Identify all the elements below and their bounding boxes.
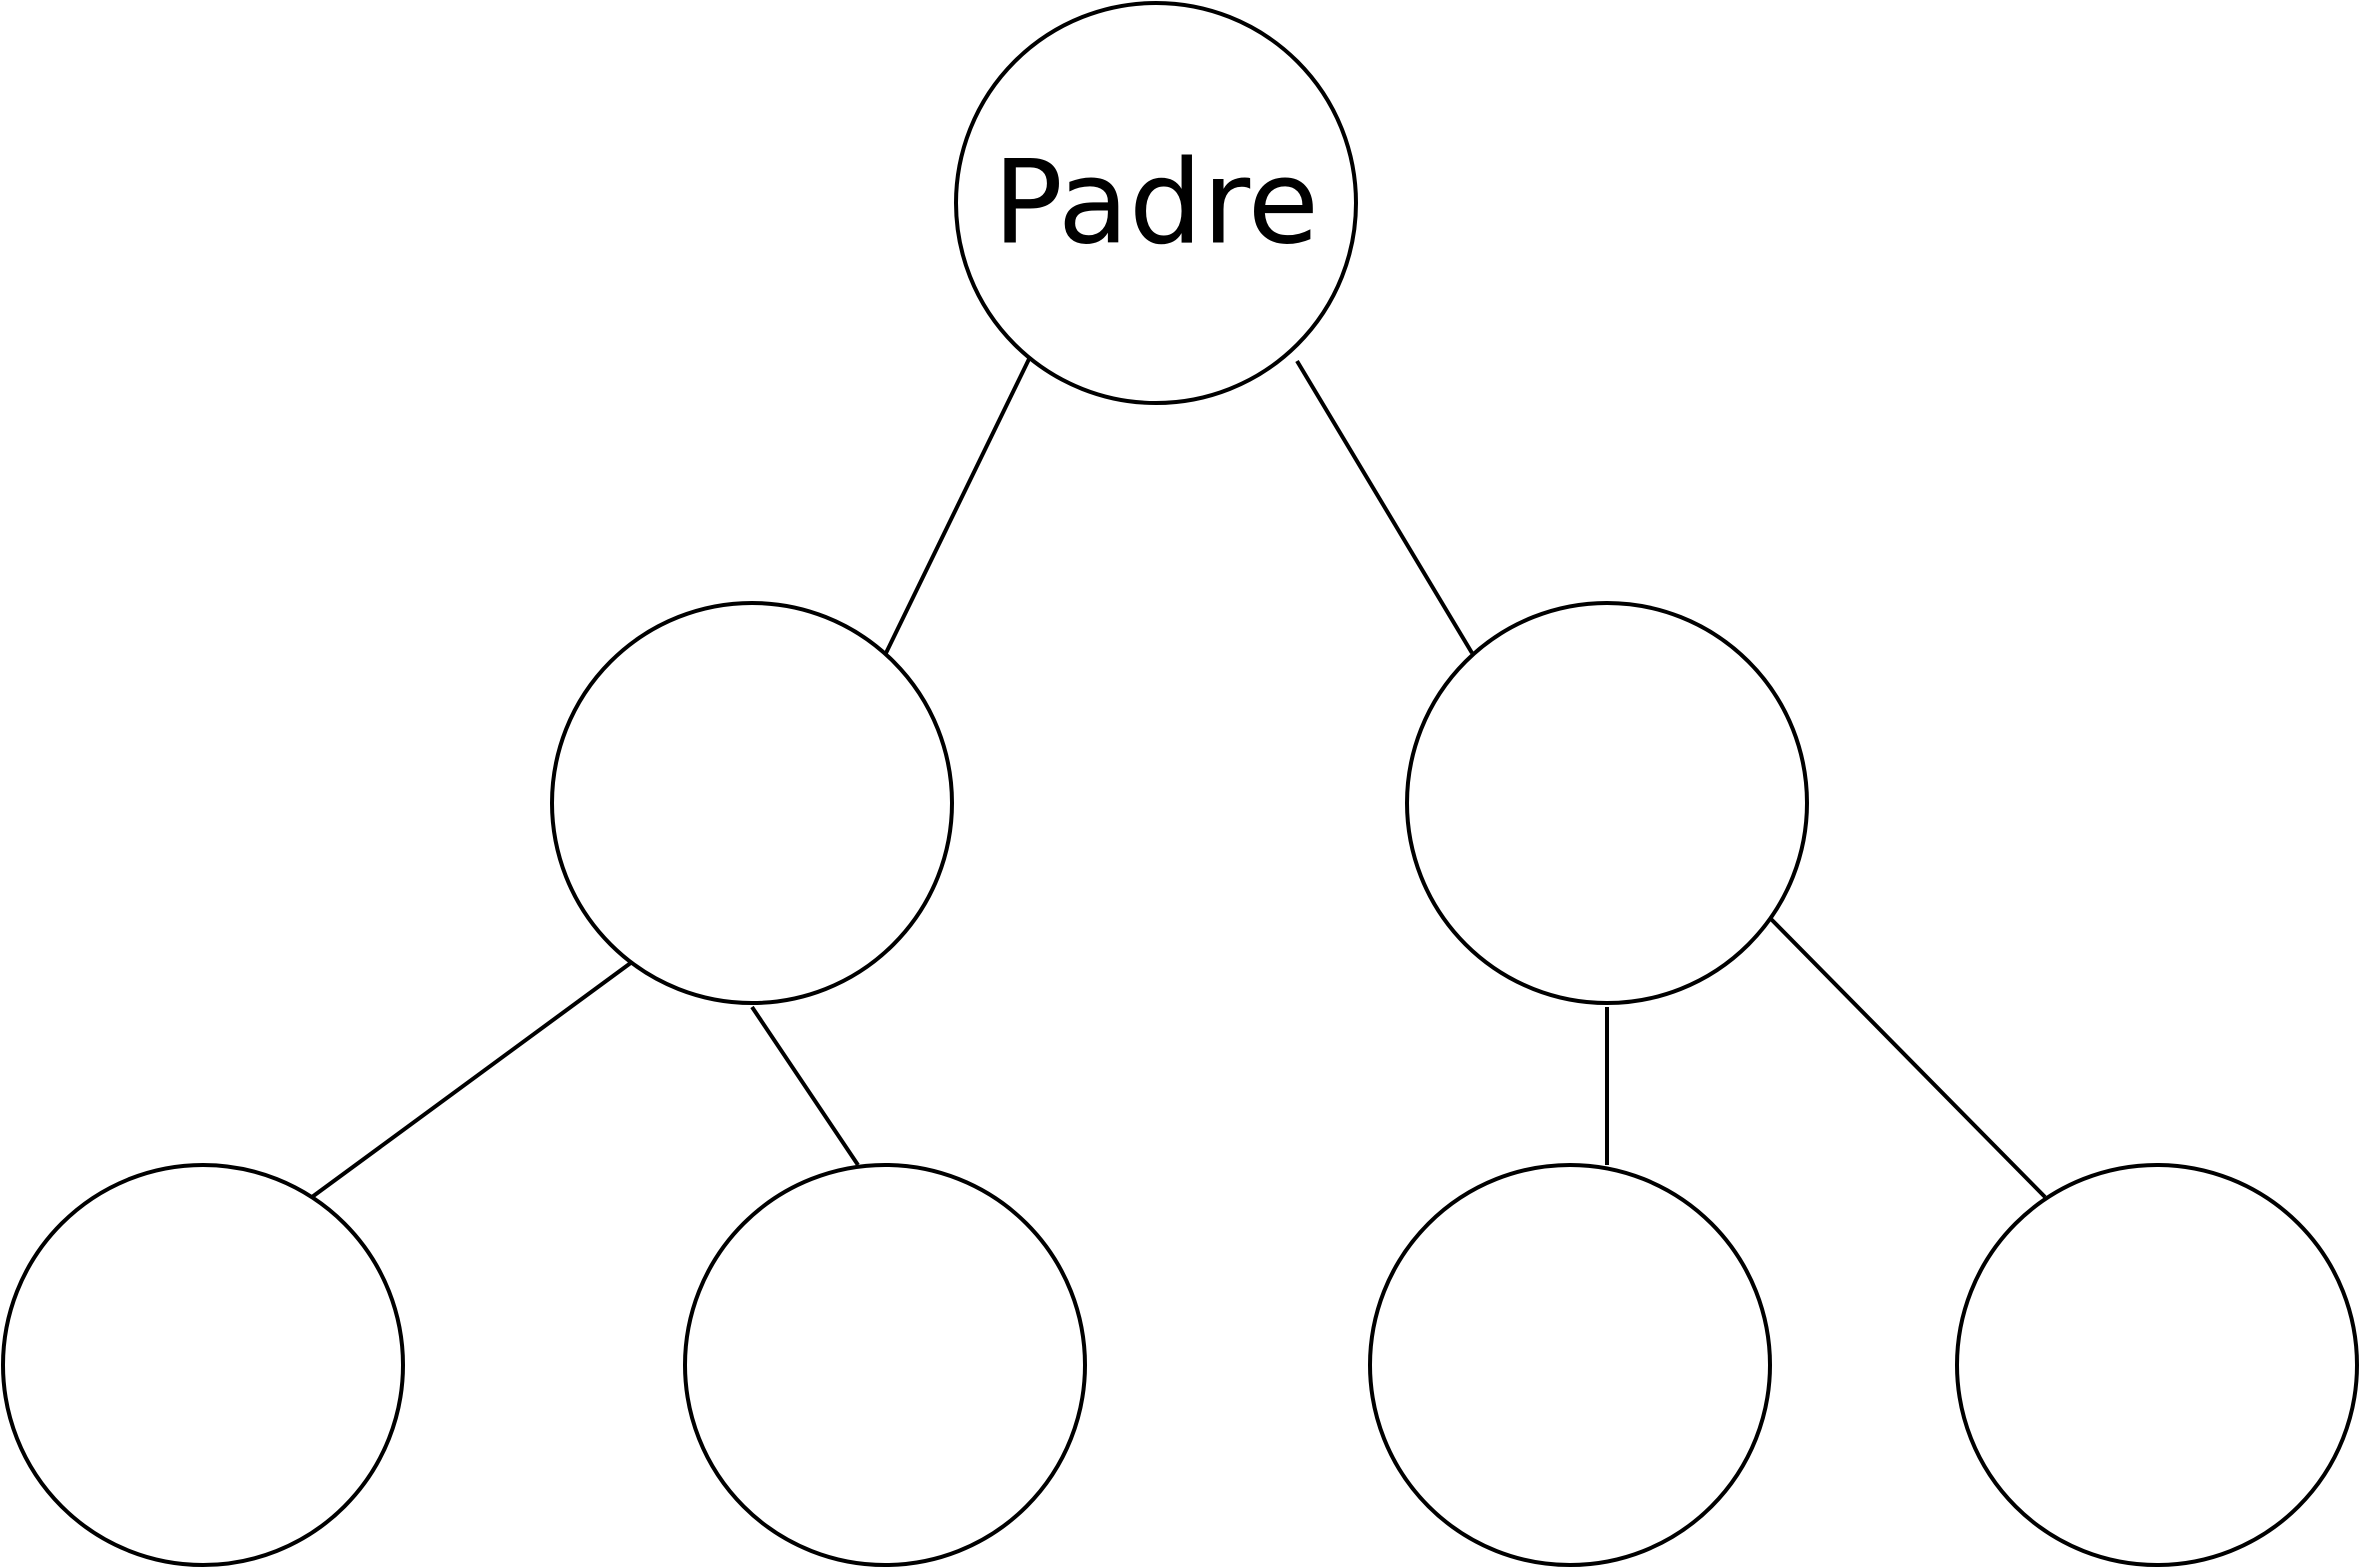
- leaf-node-1: [1, 1163, 405, 1567]
- edge-root-right: [1295, 359, 1474, 655]
- edge-root-left: [884, 356, 1032, 654]
- leaf-node-2: [683, 1163, 1087, 1567]
- edge-right-leaf4: [1768, 916, 2047, 1199]
- leaf-node-4: [1955, 1163, 2359, 1567]
- child-node-right: [1405, 601, 1809, 1005]
- edges: [310, 356, 2047, 1199]
- child-node-left: [550, 601, 954, 1005]
- root-node-label: Padre: [993, 136, 1319, 271]
- leaf-node-3: [1368, 1163, 1772, 1567]
- root-node: [954, 1, 1358, 405]
- edge-left-leaf2: [750, 1005, 860, 1167]
- edge-left-leaf1: [310, 960, 634, 1199]
